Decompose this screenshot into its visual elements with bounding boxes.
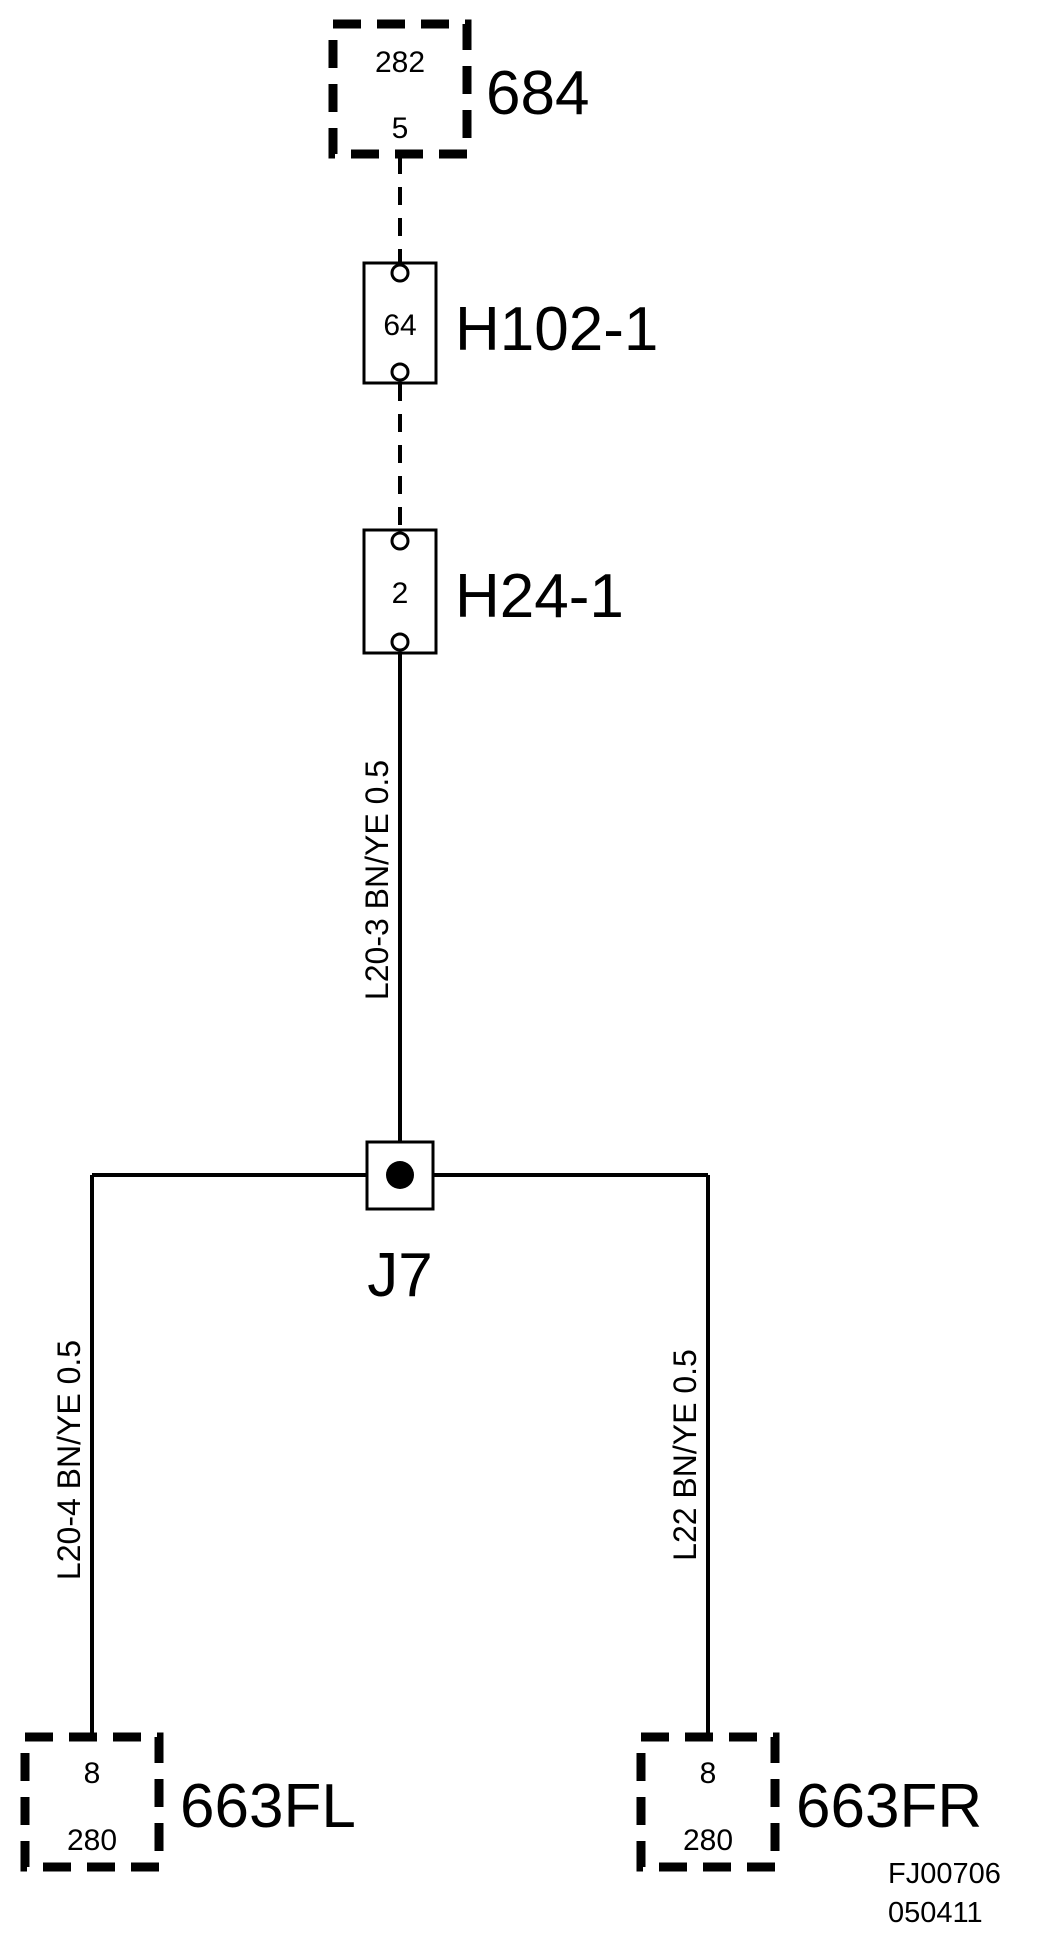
connector-h102-1-pin-bottom (390, 362, 410, 382)
component-684: 282 5 684 (328, 19, 589, 159)
connector-h102-1-pin-top (390, 263, 410, 283)
connector-h102-1-pin: 64 (383, 309, 416, 342)
component-663fl-label: 663FL (180, 1772, 356, 1841)
connector-h24-1-pin: 2 (392, 577, 409, 610)
connector-h102-1: 64 H102-1 (362, 261, 658, 385)
drawing-code: FJ00706 (888, 1858, 1001, 1890)
component-663fr-pin-bottom: 280 (683, 1824, 733, 1857)
drawing-date-code: 050411 (888, 1897, 983, 1929)
connector-h24-1-pin-bottom (390, 632, 410, 652)
component-663fr-box (636, 1732, 780, 1872)
component-663fr-label: 663FR (796, 1772, 982, 1841)
wire-l20-4-label: L20-4 BN/YE 0.5 (51, 1340, 87, 1580)
component-684-label: 684 (486, 59, 589, 128)
splice-j7-label: J7 (367, 1241, 432, 1310)
splice-j7-node (386, 1161, 414, 1189)
component-663fl: 8 280 663FL (20, 1732, 356, 1872)
wire-l20-3-label: L20-3 BN/YE 0.5 (359, 760, 395, 1000)
component-663fr-pin-top: 8 (700, 1757, 717, 1790)
connector-h24-1: 2 H24-1 (362, 528, 624, 655)
component-663fr: 8 280 663FR (636, 1732, 982, 1872)
connector-h102-1-label: H102-1 (455, 295, 658, 364)
component-663fl-pin-bottom: 280 (67, 1824, 117, 1857)
component-684-pin-bottom: 5 (392, 112, 409, 145)
connector-h24-1-pin-top (390, 531, 410, 551)
component-684-pin-top: 282 (375, 46, 425, 79)
component-684-box (328, 19, 472, 159)
wire-l22-label: L22 BN/YE 0.5 (667, 1349, 703, 1561)
splice-j7: J7 (92, 1140, 708, 1310)
component-663fl-box (20, 1732, 164, 1872)
connector-h24-1-label: H24-1 (455, 562, 624, 631)
component-663fl-pin-top: 8 (84, 1757, 101, 1790)
